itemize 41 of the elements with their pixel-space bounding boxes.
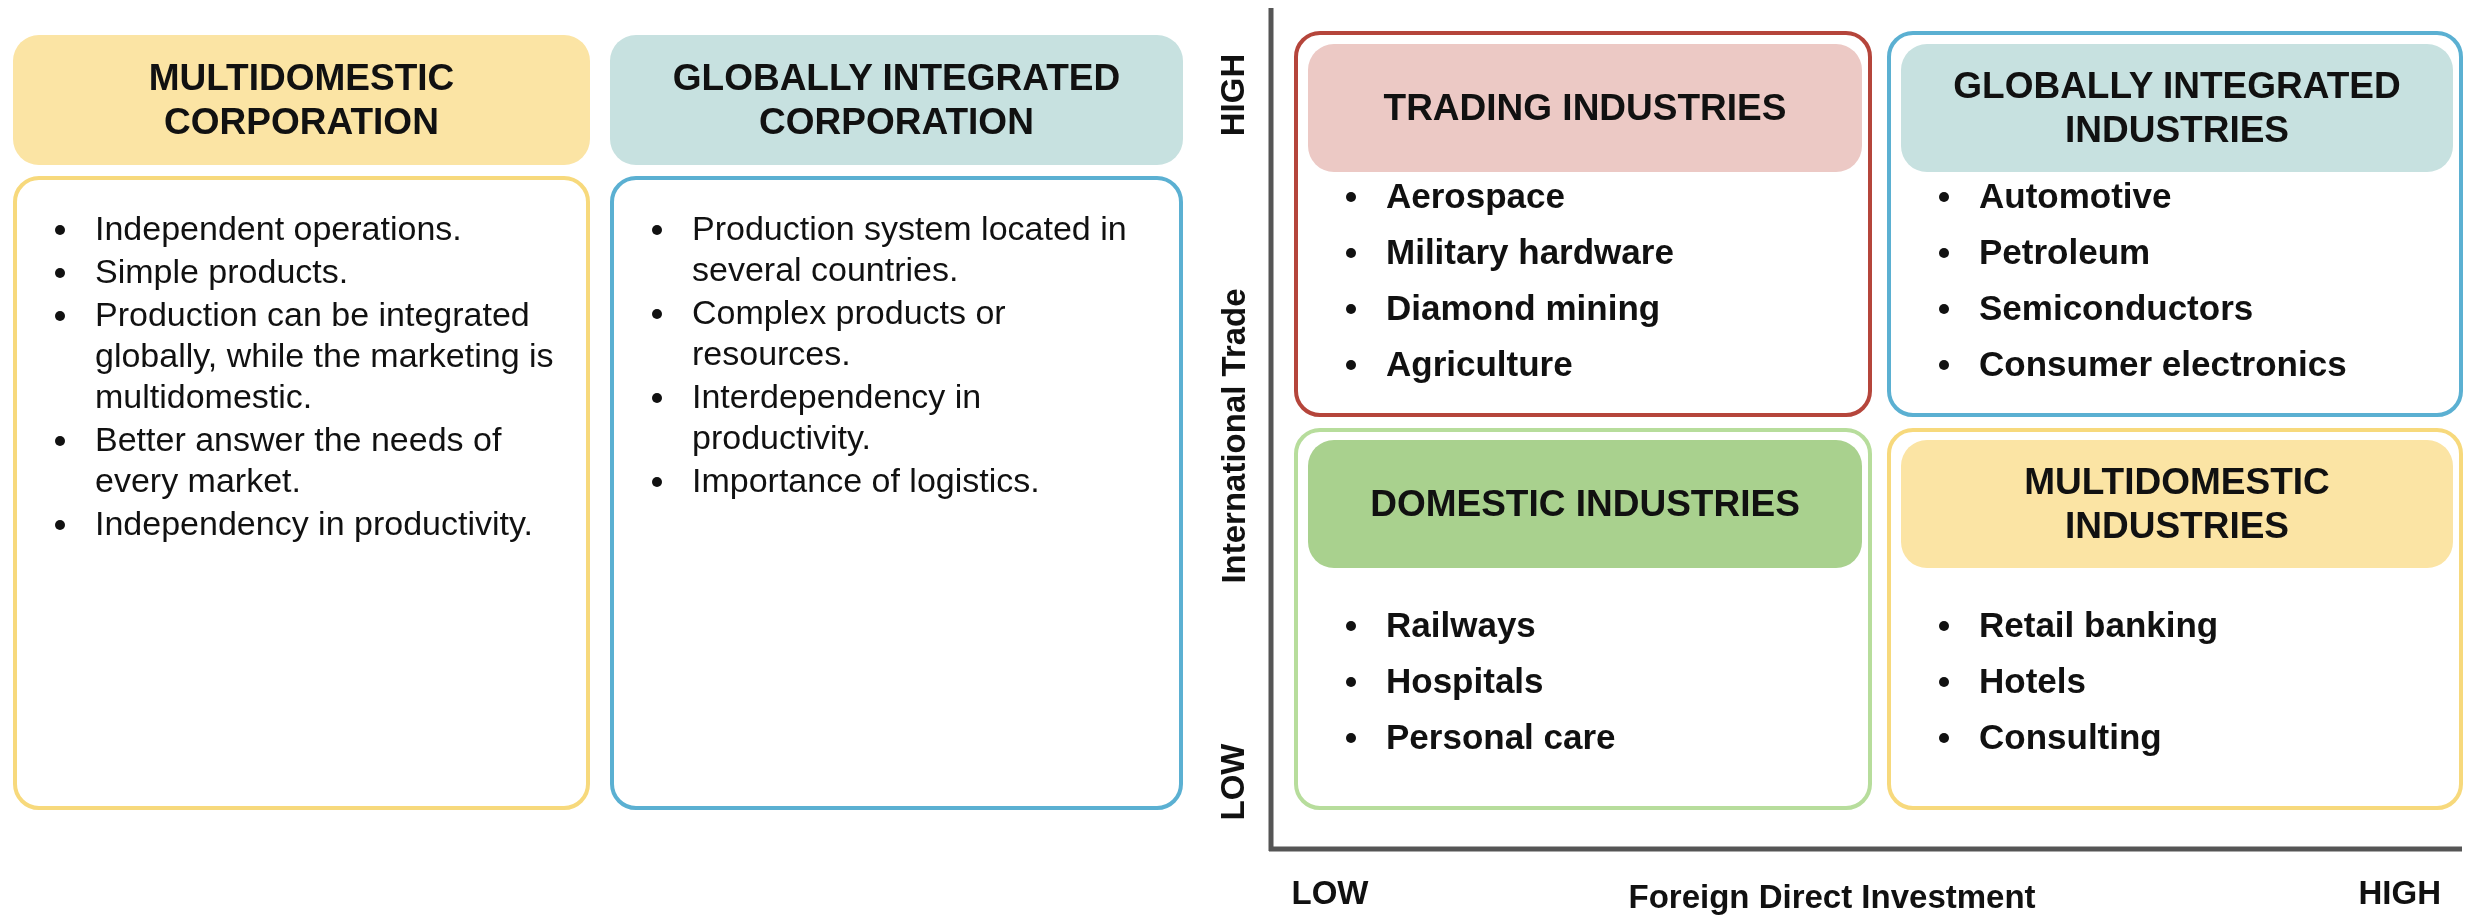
bullet-text: Consulting — [1979, 717, 2162, 756]
bullet-text: Independency in productivity. — [95, 504, 533, 542]
bullet-text: Production system located in several countries. — [692, 209, 1127, 288]
bullet-text: Diamond mining — [1386, 288, 1661, 327]
quadrant-box — [1887, 31, 2463, 417]
bullet-text: Semiconductors — [1979, 288, 2254, 327]
axis-title: Foreign Direct Investment — [1628, 878, 2036, 916]
bullet-text: Better answer the needs of every market. — [95, 420, 502, 499]
bullet-text: Production can be integrated globally, while the marketing is multidomestic. — [95, 295, 554, 415]
quadrant-box — [1294, 428, 1872, 810]
heading-box: DOMESTIC INDUSTRIES — [1308, 440, 1862, 568]
bullet-text: Hotels — [1979, 661, 2086, 700]
quadrant-box — [1294, 31, 1872, 417]
heading-box: GLOBALLY INTEGRATED CORPORATION — [610, 35, 1183, 165]
bullet-text: Automotive — [1979, 176, 2172, 215]
bullet-text: Interdependency in productivity. — [692, 377, 982, 456]
bullet-text: Independent operations. — [95, 209, 462, 247]
axis-label: LOW — [1214, 743, 1252, 821]
axis-title: International Trade — [1214, 288, 1253, 584]
axis-label: HIGH — [2358, 874, 2441, 912]
bullet-text: Retail banking — [1979, 605, 2219, 644]
content-card — [13, 176, 590, 810]
bullet-text: Complex products or resources. — [692, 293, 1006, 372]
bullet-text: Petroleum — [1979, 232, 2151, 271]
quadrant-box — [1887, 428, 2463, 810]
bullet-text: Railways — [1386, 605, 1536, 644]
heading-box: GLOBALLY INTEGRATED INDUSTRIES — [1901, 44, 2453, 172]
bullet-text: Simple products. — [95, 252, 349, 290]
bullet-text: Agriculture — [1386, 344, 1573, 383]
heading-box: MULTIDOMESTIC INDUSTRIES — [1901, 440, 2453, 568]
bullet-text: Consumer electronics — [1979, 344, 2347, 383]
bullet-text: Aerospace — [1386, 176, 1565, 215]
axis-label: LOW — [1291, 874, 1369, 912]
bullet-text: Military hardware — [1386, 232, 1674, 271]
axis-label: HIGH — [1213, 53, 1252, 137]
bullet-text: Importance of logistics. — [692, 461, 1040, 499]
heading-box: TRADING INDUSTRIES — [1308, 44, 1862, 172]
heading-box: MULTIDOMESTIC CORPORATION — [13, 35, 590, 165]
bullet-text: Hospitals — [1386, 661, 1544, 700]
content-card — [610, 176, 1183, 810]
bullet-text: Personal care — [1386, 717, 1616, 756]
